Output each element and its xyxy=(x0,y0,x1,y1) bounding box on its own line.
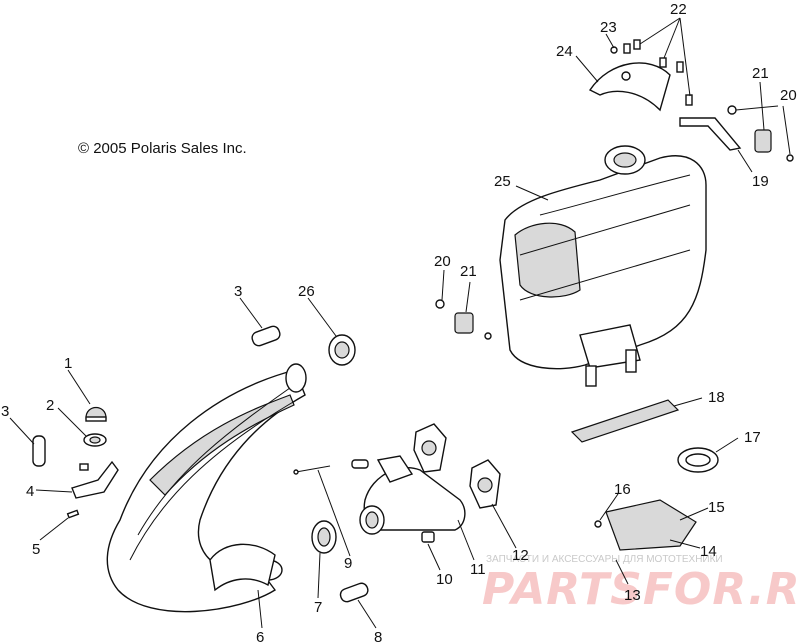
screw xyxy=(66,509,80,519)
seal-ring xyxy=(311,520,337,554)
callout-25: 25 xyxy=(494,173,511,190)
rubber-mount-lower xyxy=(435,299,492,340)
exhaust-pipe xyxy=(106,363,307,613)
callout-1: 1 xyxy=(64,355,72,372)
copyright-notice: © 2005 Polaris Sales Inc. xyxy=(78,140,247,157)
heat-shield xyxy=(588,62,671,112)
muffler-bracket xyxy=(676,61,742,151)
callout-9: 9 xyxy=(344,555,352,572)
callout-7: 7 xyxy=(314,599,322,616)
spring-bottom xyxy=(339,582,369,603)
grommet xyxy=(83,433,107,447)
gasket-ring xyxy=(328,334,356,366)
watermark-brand: PARTSFOR.RU xyxy=(482,564,800,615)
callout-24: 24 xyxy=(556,43,573,60)
callout-2: 2 xyxy=(46,397,54,414)
callout-8: 8 xyxy=(374,629,382,644)
flange-gasket-1 xyxy=(413,423,447,473)
callout-5: 5 xyxy=(32,541,40,558)
callout-20-lower: 20 xyxy=(434,253,451,270)
sensor-bracket xyxy=(71,460,119,499)
callout-21-lower: 21 xyxy=(460,263,477,280)
callout-6: 6 xyxy=(256,629,264,644)
callout-13: 13 xyxy=(624,587,641,604)
cap xyxy=(85,406,107,422)
ring-gasket xyxy=(677,447,719,473)
callout-14: 14 xyxy=(700,543,717,560)
exhaust-manifold xyxy=(351,455,466,543)
callout-26: 26 xyxy=(298,283,315,300)
callout-16: 16 xyxy=(614,481,631,498)
flange-gasket-2 xyxy=(469,459,501,509)
callout-21-upper: 21 xyxy=(752,65,769,82)
callout-11: 11 xyxy=(470,561,486,578)
shield-plate xyxy=(594,499,697,551)
callout-20-upper: 20 xyxy=(780,87,797,104)
callout-3-left: 3 xyxy=(1,403,9,420)
callout-15: 15 xyxy=(708,499,725,516)
heat-plate xyxy=(570,399,680,443)
callout-22: 22 xyxy=(670,1,687,18)
spring-lower-left xyxy=(32,435,46,467)
muffler xyxy=(499,145,707,387)
callout-19: 19 xyxy=(752,173,769,190)
callout-18: 18 xyxy=(708,389,725,406)
watermark-tagline: ЗАПЧАСТИ И АКСЕССУАРЫ ДЛЯ МОТОТЕХНИКИ xyxy=(486,554,723,565)
spring-rod xyxy=(293,465,331,475)
callout-4: 4 xyxy=(26,483,34,500)
callout-10: 10 xyxy=(436,571,453,588)
leader-lines xyxy=(9,17,791,629)
callout-12: 12 xyxy=(512,547,529,564)
callout-3-upper: 3 xyxy=(234,283,242,300)
spring-upper xyxy=(251,325,281,347)
rubber-mount-upper xyxy=(727,105,794,162)
callout-17: 17 xyxy=(744,429,761,446)
callout-23: 23 xyxy=(600,19,617,36)
